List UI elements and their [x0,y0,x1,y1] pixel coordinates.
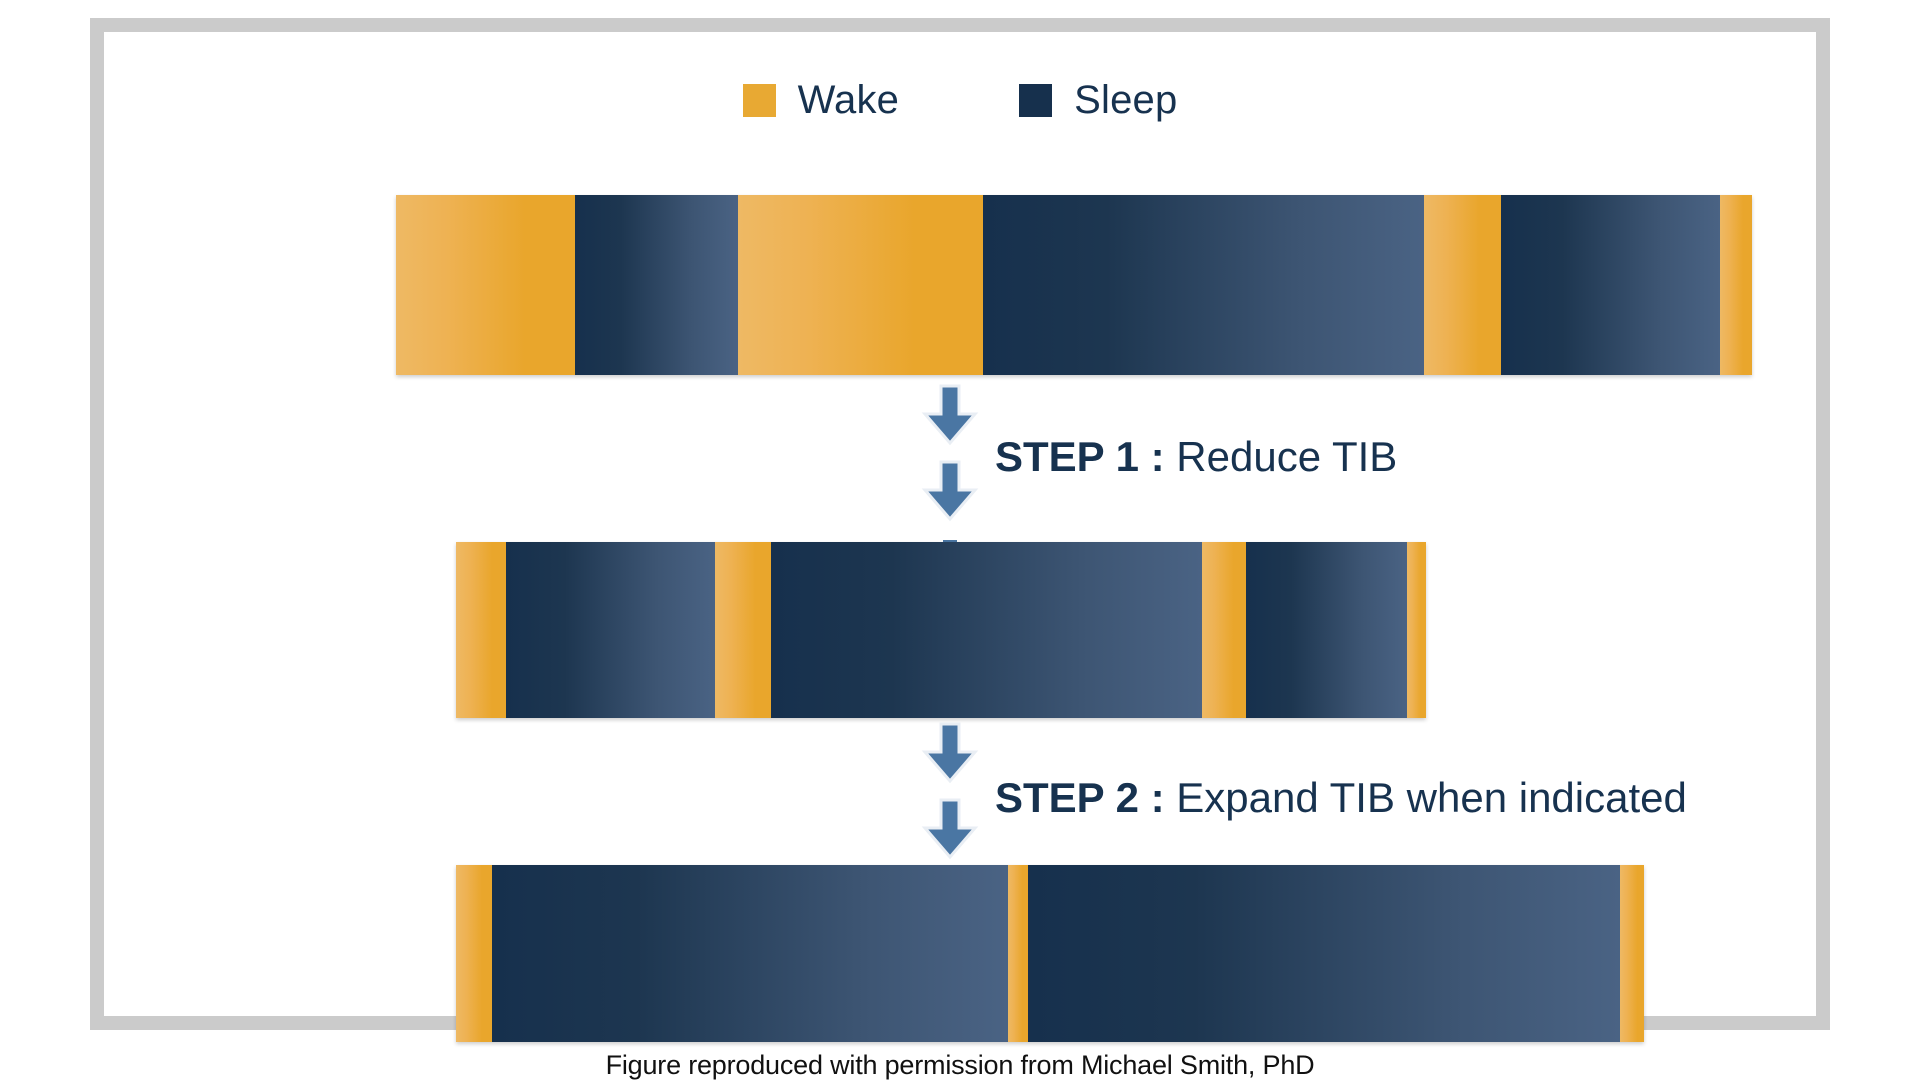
hypnogram-segment-sleep [1501,195,1720,375]
legend: Wake Sleep [104,80,1816,120]
wake-swatch-icon [742,83,776,117]
hypnogram-segment-wake [715,542,771,718]
hypnogram-segment-sleep [983,195,1424,375]
hypnogram-segment-sleep [505,542,716,718]
hypnogram-bar-after-step-2 [456,865,1644,1042]
sleep-swatch-icon [1019,83,1053,117]
hypnogram-segment-wake [1719,195,1752,375]
hypnogram-segment-wake [1007,865,1029,1042]
hypnogram-segment-wake [1620,865,1644,1042]
hypnogram-segment-sleep [1245,542,1408,718]
step-2-label: STEP 2 : Expand TIB when indicated [995,777,1687,819]
hypnogram-segment-wake [456,542,506,718]
down-arrow-icon [921,460,979,522]
step-1-text: Reduce TIB [1164,433,1398,480]
hypnogram-segment-sleep [575,195,738,375]
hypnogram-segment-wake [396,195,576,375]
legend-item-wake: Wake [742,78,900,122]
legend-label-wake: Wake [797,78,900,122]
hypnogram-segment-wake [1407,542,1426,718]
down-arrow-icon [921,798,979,860]
step-1-prefix: STEP 1 : [995,433,1165,480]
hypnogram-bar-baseline [396,195,1752,375]
figure-frame: Wake Sleep STEP 1 : Reduce TIB [90,18,1830,1080]
down-arrow-icon [921,722,979,784]
hypnogram-bar-after-step-1 [456,542,1426,718]
figure-caption: Figure reproduced with permission from M… [605,1050,1315,1080]
hypnogram-segment-sleep [770,542,1202,718]
hypnogram-segment-wake [737,195,984,375]
legend-label-sleep: Sleep [1074,78,1178,122]
hypnogram-segment-sleep [1028,865,1621,1042]
hypnogram-segment-sleep [491,865,1008,1042]
hypnogram-segment-wake [1201,542,1246,718]
hypnogram-segment-wake [1423,195,1502,375]
legend-item-sleep: Sleep [1019,80,1177,120]
down-arrow-icon [921,384,979,446]
hypnogram-segment-wake [456,865,492,1042]
step-1-label: STEP 1 : Reduce TIB [995,436,1397,478]
step-2-text: Expand TIB when indicated [1164,774,1687,821]
step-2-prefix: STEP 2 : [995,774,1165,821]
